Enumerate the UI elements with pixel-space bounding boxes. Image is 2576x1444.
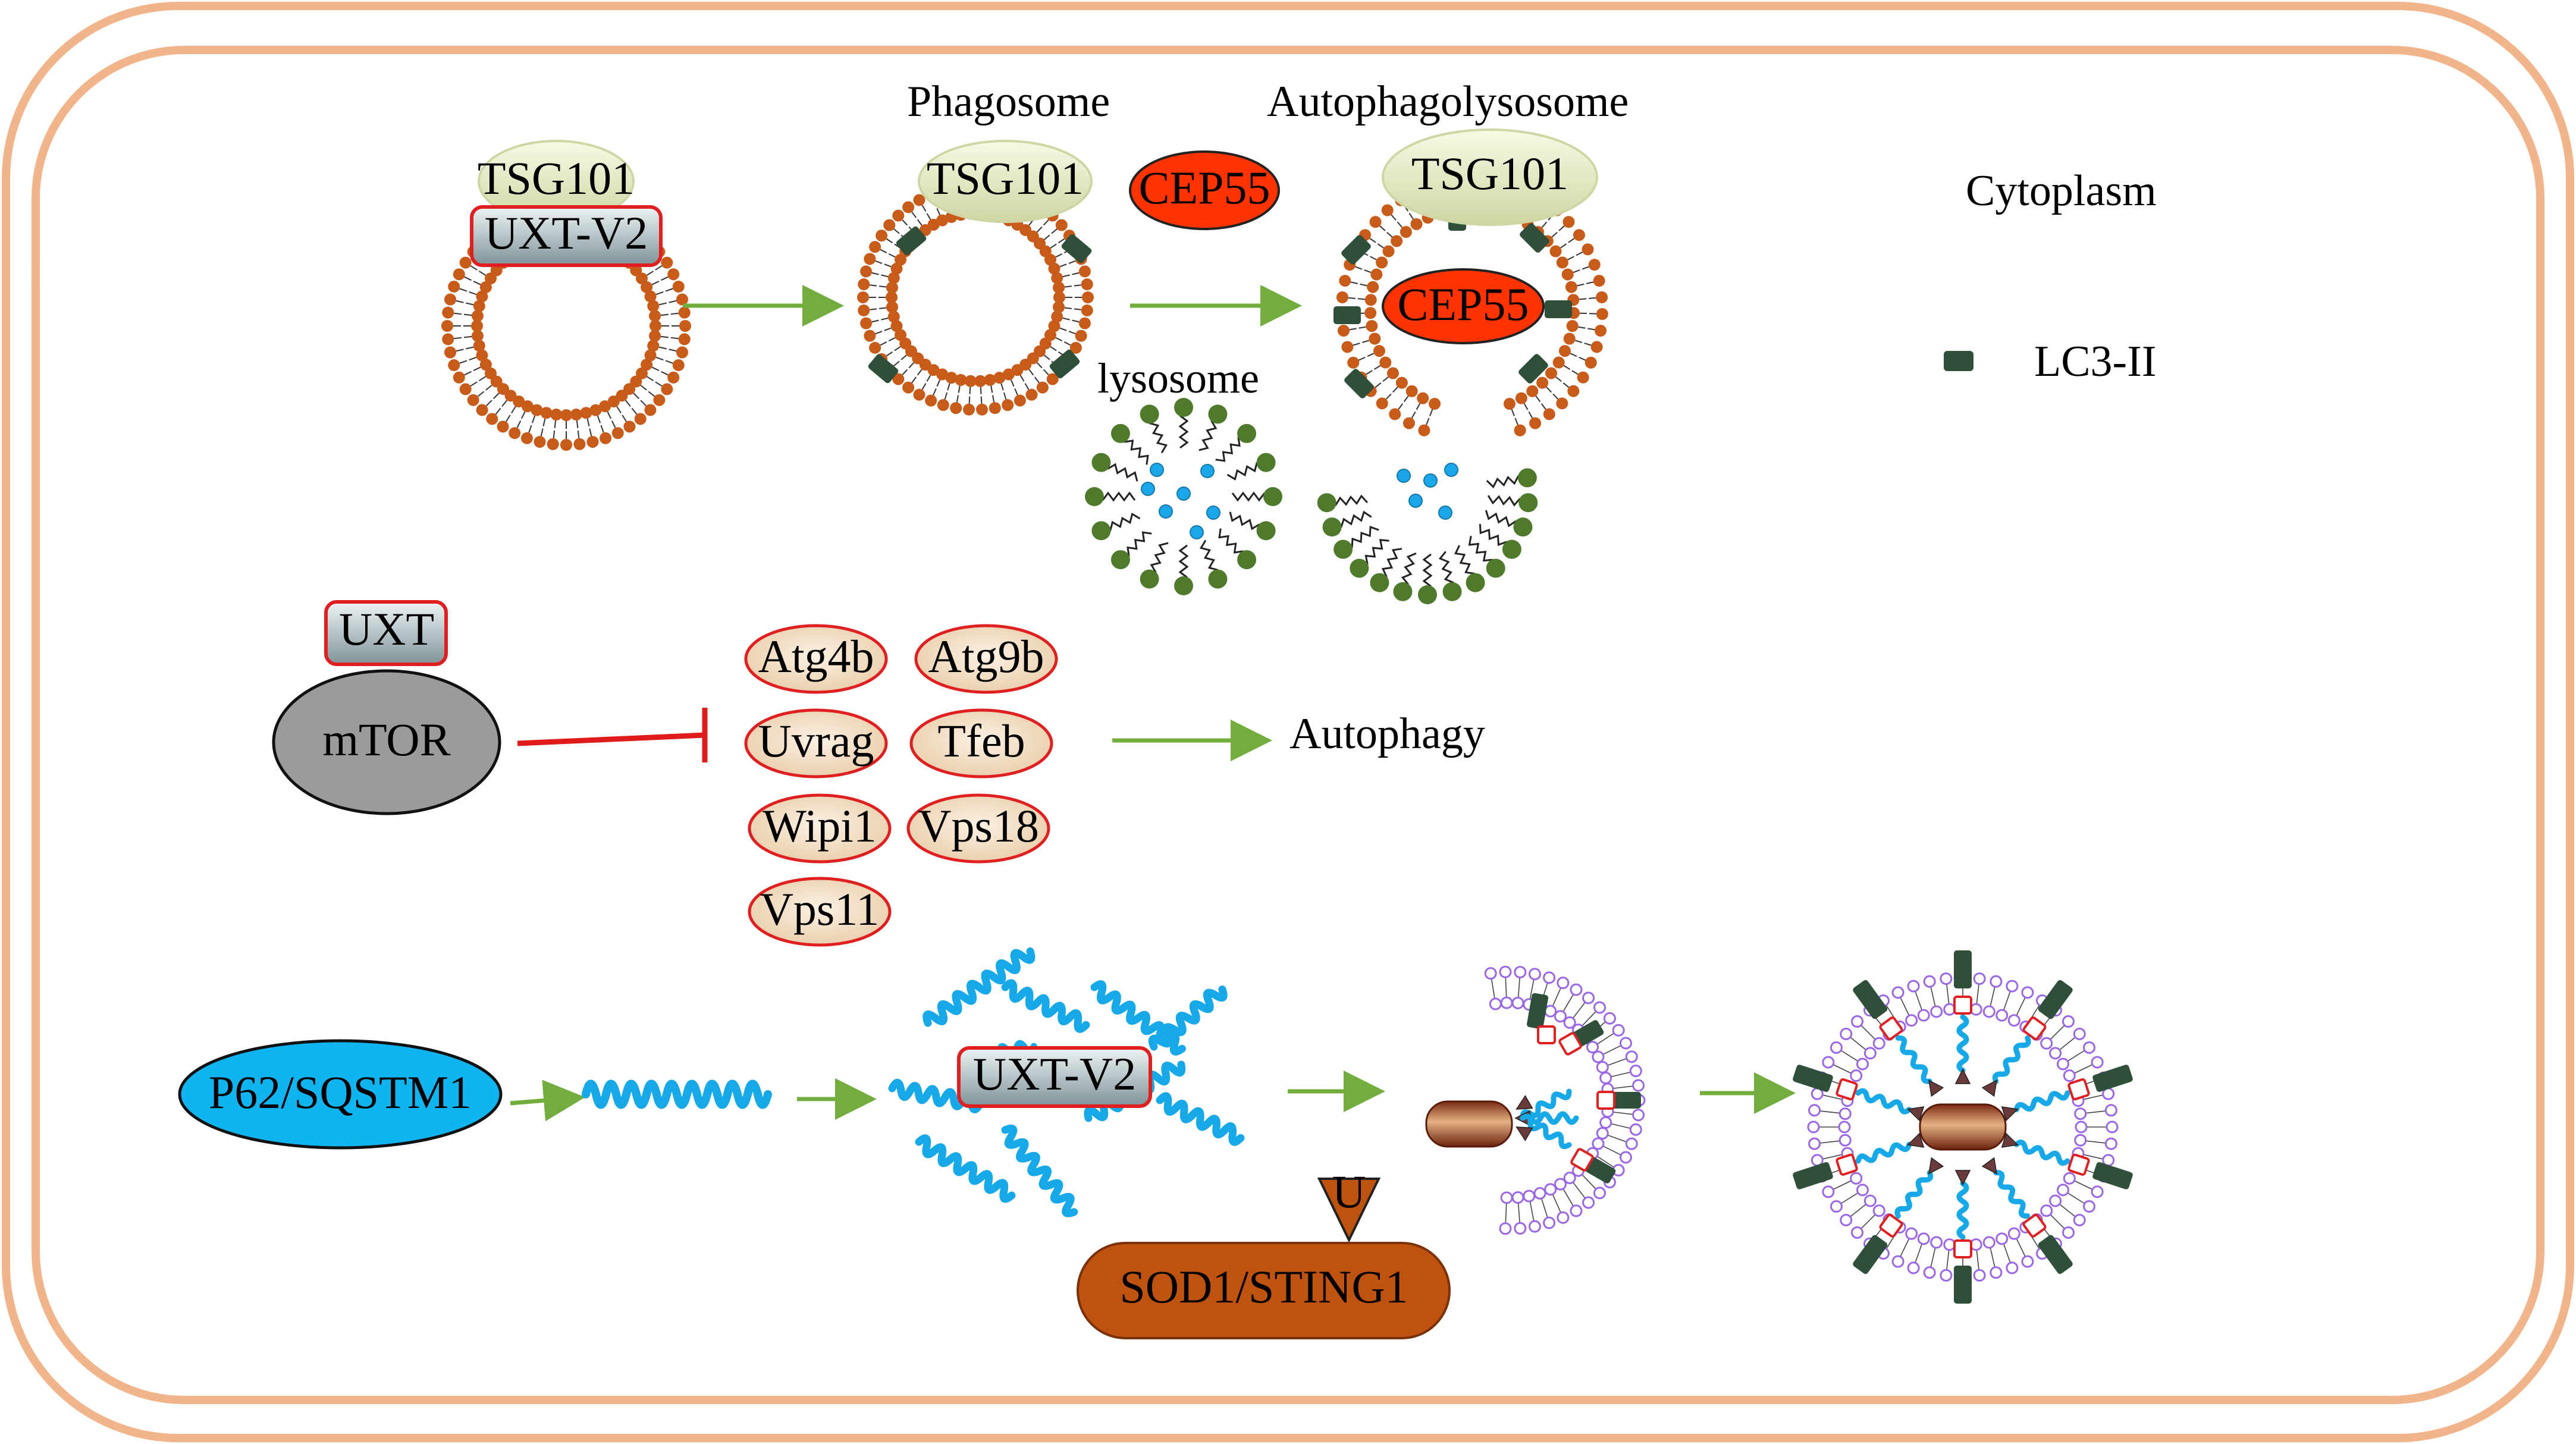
lysosome-label: lysosome	[1097, 354, 1259, 402]
gene-atg9b	[914, 624, 1058, 694]
uxtv2-label-1: UXT-V2	[485, 207, 648, 259]
sod1-sting1-label: SOD1/STING1	[1119, 1261, 1408, 1313]
tsg101-oval-2	[918, 140, 1093, 223]
gene-vps18	[906, 793, 1050, 864]
cep55-oval-2	[1382, 268, 1545, 344]
lc3-legend-icon	[1944, 351, 1973, 371]
uxtv2-label-2: UXT-V2	[973, 1048, 1136, 1100]
phagophore-open	[1425, 965, 1646, 1235]
gene-vps11-label: Vps11	[760, 883, 880, 935]
phagosome-label: Phagosome	[907, 77, 1110, 126]
gene-wipi1	[748, 793, 892, 864]
cell-inner-border	[32, 46, 2544, 1404]
gene-vps11	[748, 877, 892, 947]
tsg101-oval-3	[1382, 128, 1598, 226]
gene-wipi1-label: Wipi1	[763, 800, 877, 852]
autophagosome-closed	[1793, 950, 2133, 1304]
p62-oval	[178, 1039, 503, 1150]
tsg101-label-1: TSG101	[478, 152, 635, 204]
cep55-label-2: CEP55	[1397, 278, 1529, 330]
ubiquitin-label: U	[1332, 1166, 1366, 1217]
gene-atg9b-label: Atg9b	[928, 630, 1044, 682]
mtor-oval	[272, 669, 501, 815]
tsg101-label-3: TSG101	[1411, 147, 1568, 199]
cep55-oval-1	[1129, 150, 1280, 230]
gene-ellipses: Atg4b Atg9b Uvrag Tfeb Wipi1 Vps18 Vps11	[744, 624, 1058, 947]
gene-atg4b	[744, 624, 888, 694]
uxtv2-box-1	[470, 205, 663, 267]
p62-helix	[582, 1079, 772, 1109]
lc3-legend-label: LC3-II	[2034, 337, 2157, 386]
gene-atg4b-label: Atg4b	[758, 630, 874, 682]
gene-tfeb	[909, 708, 1053, 778]
gene-vps18-label: Vps18	[918, 800, 1039, 852]
uxtv2-box-2	[957, 1046, 1152, 1108]
autophagolysosome-label: Autophagolysosome	[1267, 77, 1629, 126]
autophagy-label: Autophagy	[1289, 710, 1485, 758]
uxt-box	[324, 600, 448, 666]
arrow-p62-to-helix	[510, 1079, 585, 1122]
gene-uvrag	[744, 708, 888, 778]
uxt-label: UXT	[339, 603, 434, 655]
mtor-inhibition-line	[517, 732, 705, 746]
sod1-sting1-box	[1077, 1242, 1451, 1339]
cep55-label-1: CEP55	[1138, 162, 1270, 214]
gene-tfeb-label: Tfeb	[937, 715, 1025, 767]
mtor-label: mTOR	[322, 714, 450, 765]
tsg101-label-2: TSG101	[927, 152, 1084, 204]
ubiquitin-triangle	[1317, 1178, 1381, 1243]
gene-uvrag-label: Uvrag	[758, 715, 874, 767]
p62-label: P62/SQSTM1	[209, 1066, 472, 1118]
cytoplasm-label: Cytoplasm	[1966, 167, 2157, 215]
